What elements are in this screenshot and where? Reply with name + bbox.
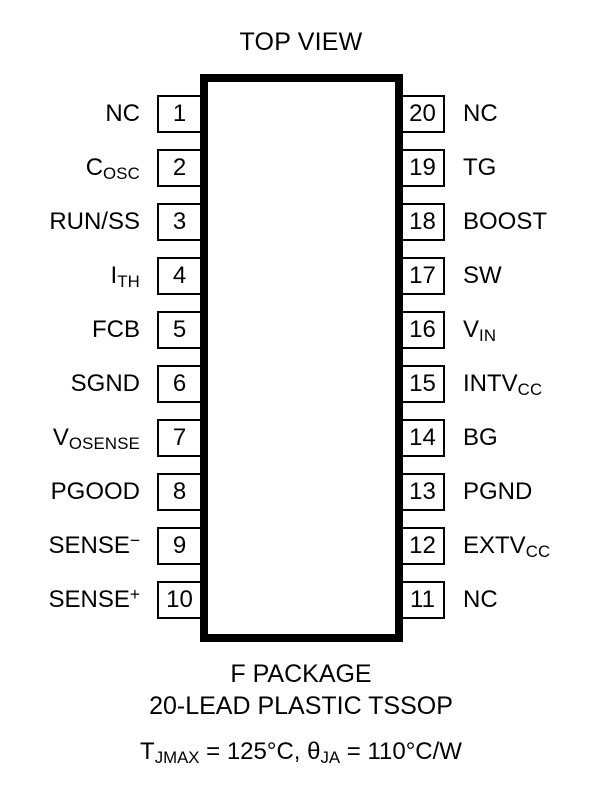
pin-number-box-8: 8 [157, 473, 202, 511]
pin-label-text: SW [463, 262, 502, 289]
pin-label-subscript: CC [517, 379, 543, 399]
top-view-title: TOP VIEW [239, 28, 363, 56]
pin-label-text: NC [463, 100, 498, 127]
package-description-caption: 20-LEAD PLASTIC TSSOP [149, 692, 453, 720]
pin-number-box-7: 7 [157, 419, 202, 457]
pin-number-box-20: 20 [400, 95, 445, 133]
package-body-outline [200, 74, 403, 642]
pin-number-box-10: 10 [157, 581, 202, 619]
theta-ja-value: = 110°C/W [340, 738, 462, 765]
pin-label-text: EXTV [463, 532, 526, 559]
pin-label-11: NC [463, 587, 498, 613]
tjmax-value: = 125°C, [199, 738, 308, 765]
pin-number-box-19: 19 [400, 149, 445, 187]
pin-label-8: PGOOD [51, 479, 140, 505]
pin-label-text: PGND [463, 478, 533, 505]
pin-label-5: FCB [92, 317, 140, 343]
pin-number-box-15: 15 [400, 365, 445, 403]
pin-label-subscript: TH [117, 271, 140, 291]
tjmax-subscript: JMAX [154, 747, 200, 767]
pin-label-17: SW [463, 263, 502, 289]
pin-label-2: COSC [86, 155, 140, 183]
pin-label-9: SENSE− [48, 529, 140, 560]
pin-label-4: ITH [111, 263, 140, 291]
pin-label-text: NC [463, 586, 498, 613]
pin-label-text: INTV [463, 370, 518, 397]
pin-number-box-3: 3 [157, 203, 202, 241]
pin-number-box-4: 4 [157, 257, 202, 295]
pin-number-box-1: 1 [157, 95, 202, 133]
pin-label-16: VIN [463, 317, 496, 345]
pin-label-15: INTVCC [463, 371, 542, 399]
pin-label-subscript: CC [525, 541, 551, 561]
pin-label-text: BG [463, 424, 498, 451]
pin-label-text: SGND [70, 370, 140, 397]
pin-label-text: RUN/SS [49, 208, 140, 235]
package-name-caption: F PACKAGE [230, 660, 372, 688]
pin-label-text: V [52, 424, 69, 451]
pin-label-text: TG [463, 154, 497, 181]
pin-label-text: SENSE [48, 532, 130, 559]
pin-label-subscript: IN [479, 325, 497, 345]
pin-number-box-13: 13 [400, 473, 445, 511]
pin-label-text: BOOST [463, 208, 548, 235]
pin-number-box-16: 16 [400, 311, 445, 349]
pin-label-18: BOOST [463, 209, 547, 235]
pin-label-12: EXTVCC [463, 533, 550, 561]
pin-number-box-9: 9 [157, 527, 202, 565]
pin-label-text: I [110, 262, 118, 289]
pin-number-box-14: 14 [400, 419, 445, 457]
pin-label-text: NC [105, 100, 140, 127]
pin-label-text: C [85, 154, 104, 181]
pin-label-subscript: OSENSE [68, 433, 140, 453]
pin-number-box-11: 11 [400, 581, 445, 619]
tjmax-symbol: T [140, 738, 155, 765]
pin-number-box-2: 2 [157, 149, 202, 187]
theta-ja-symbol: θ [307, 738, 321, 765]
pin-label-7: VOSENSE [53, 425, 140, 453]
pin-label-13: PGND [463, 479, 532, 505]
pin-number-box-5: 5 [157, 311, 202, 349]
pin-label-1: NC [105, 101, 140, 127]
pin-number-box-6: 6 [157, 365, 202, 403]
pin-label-14: BG [463, 425, 498, 451]
pin-label-19: TG [463, 155, 496, 181]
pin-label-20: NC [463, 101, 498, 127]
pin-label-text: SENSE [48, 586, 130, 613]
pin-number-box-18: 18 [400, 203, 445, 241]
pin-label-superscript: + [129, 583, 140, 604]
pin-label-3: RUN/SS [49, 209, 140, 235]
pin-number-box-12: 12 [400, 527, 445, 565]
theta-ja-subscript: JA [320, 747, 341, 767]
pin-label-subscript: OSC [103, 163, 140, 183]
pin-label-text: PGOOD [50, 478, 140, 505]
pin-label-6: SGND [71, 371, 140, 397]
pin-number-box-17: 17 [400, 257, 445, 295]
pin-label-superscript: − [129, 529, 140, 550]
thermal-spec-caption: TJMAX = 125°C, θJA = 110°C/W [0, 736, 602, 770]
pin-label-10: SENSE+ [48, 583, 140, 614]
pin-label-text: FCB [92, 316, 140, 343]
pin-label-text: V [463, 316, 480, 343]
